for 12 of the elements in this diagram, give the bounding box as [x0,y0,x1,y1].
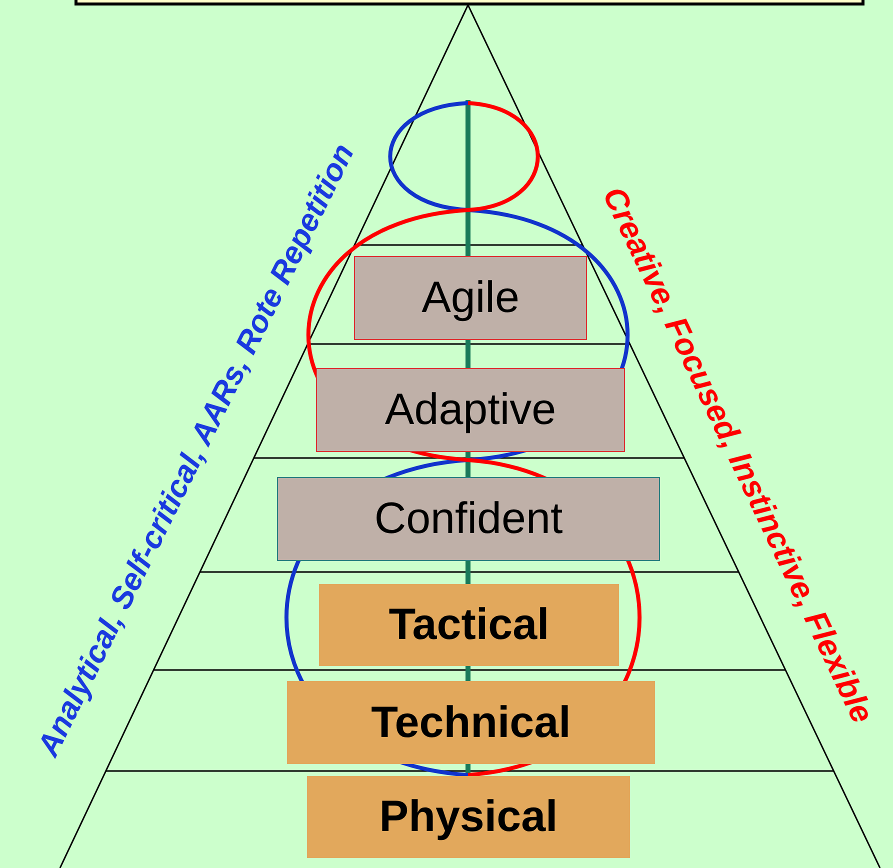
level-box [287,681,655,764]
level-box [319,584,619,666]
level-label: Tactical [388,600,550,650]
level-box [354,256,587,340]
level-label: Adaptive [384,385,556,435]
level-label: Technical [371,698,571,748]
level-label: Agile [422,273,520,323]
level-label: Physical [379,792,558,842]
level-box [316,368,625,452]
level-label: Confident [374,494,563,544]
level-box [307,776,630,858]
level-box [277,477,660,561]
